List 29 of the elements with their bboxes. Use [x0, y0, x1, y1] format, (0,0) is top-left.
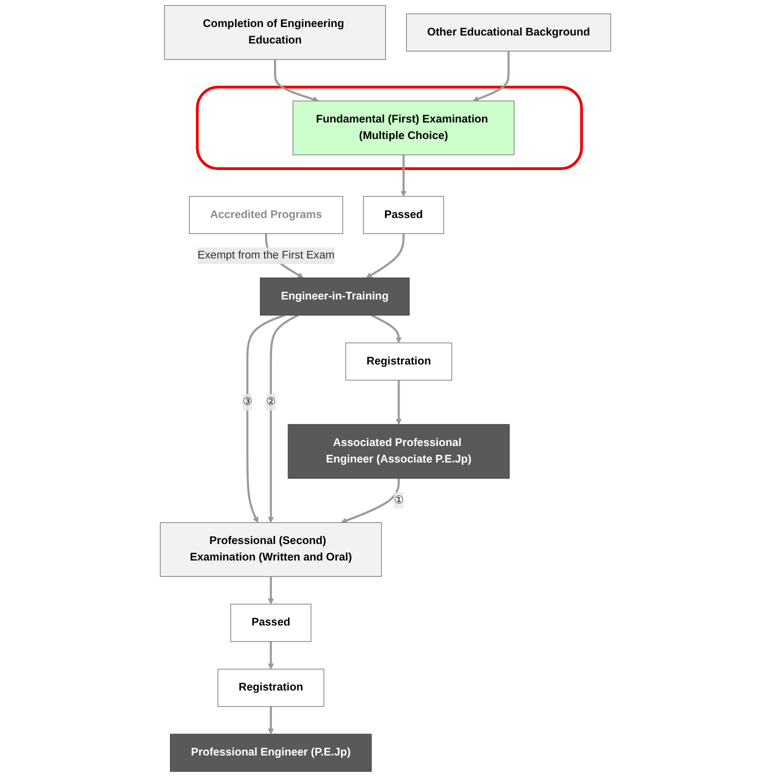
- node-box: Engineer-in-Training: [260, 278, 410, 316]
- node-box: Professional Engineer (P.E.Jp): [170, 734, 372, 772]
- node-box: Registration: [218, 668, 324, 707]
- edge-label: Exempt from the First Exam: [198, 250, 335, 262]
- arrow: [268, 642, 274, 670]
- node-box: Professional (Second) Examination (Written and Oral): [160, 522, 382, 577]
- edge-label: ①: [394, 494, 404, 506]
- node-box: Completion of Engineering Education: [164, 5, 386, 60]
- node-box: Passed: [230, 604, 312, 642]
- arrow: [396, 380, 402, 425]
- node-box: Fundamental (First) Examination (Multiple Choice): [292, 100, 515, 156]
- arrow: [371, 314, 402, 344]
- edge-label: ②: [266, 396, 276, 408]
- arrow: [472, 51, 510, 102]
- node-box: Registration: [345, 342, 452, 381]
- arrow: [340, 478, 400, 524]
- arrow: [366, 234, 405, 278]
- arrow: [246, 314, 285, 523]
- arrow: [268, 314, 299, 523]
- node-box: Passed: [363, 196, 444, 234]
- node-box: Accredited Programs: [189, 196, 344, 234]
- node-box: Associated Professional Engineer (Associate P.E.Jp): [288, 424, 510, 479]
- node-box: Other Educational Background: [406, 13, 612, 52]
- arrow: [400, 154, 407, 197]
- arrow: [268, 706, 274, 734]
- arrow: [268, 576, 274, 604]
- cluster: [196, 86, 583, 170]
- arrow: [274, 59, 319, 102]
- edge-label: ③: [242, 396, 252, 408]
